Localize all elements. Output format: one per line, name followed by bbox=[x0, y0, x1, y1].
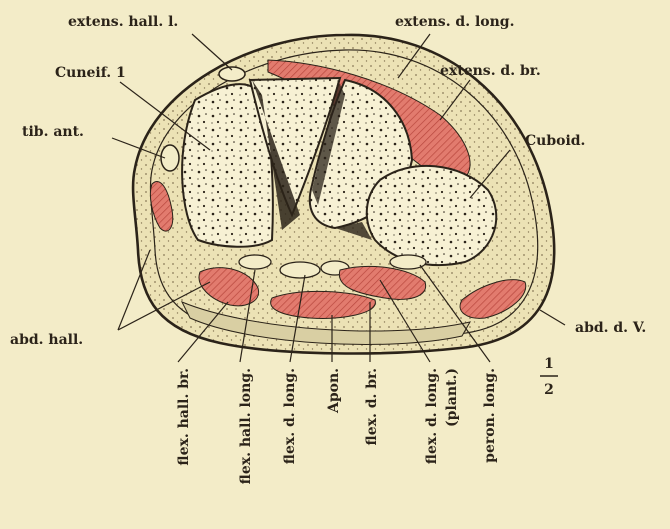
label-flex-d-long: flex. d. long. bbox=[282, 368, 298, 464]
tendon-flex-d-long bbox=[280, 262, 320, 278]
label-cuneif-1: Cuneif. 1 bbox=[55, 65, 126, 81]
bone-cuboid bbox=[367, 166, 496, 265]
label-flex-d-long-plant-line2: (plant.) bbox=[444, 368, 460, 427]
tendon-extens-hall-l bbox=[219, 67, 245, 81]
label-flex-d-br: flex. d. br. bbox=[364, 368, 380, 445]
label-abd-hall: abd. hall. bbox=[10, 332, 83, 348]
label-cuboid: Cuboid. bbox=[525, 133, 585, 149]
scale-denominator: 2 bbox=[544, 382, 554, 398]
label-abd-d-v: abd. d. V. bbox=[575, 320, 646, 336]
scale-numerator: 1 bbox=[544, 356, 554, 372]
label-extens-d-long: extens. d. long. bbox=[395, 14, 514, 30]
label-flex-d-long-plant-line1: flex. d. long. bbox=[424, 368, 440, 464]
label-peron-long: peron. long. bbox=[482, 368, 498, 463]
tendon-peron-long bbox=[390, 255, 426, 269]
label-extens-d-br: extens. d. br. bbox=[440, 63, 541, 79]
label-extens-hall-l: extens. hall. l. bbox=[68, 14, 178, 30]
label-apon: Apon. bbox=[326, 368, 342, 414]
muscle-flex-hall-br bbox=[271, 291, 376, 318]
label-tib-ant: tib. ant. bbox=[22, 124, 84, 140]
tendon-flex-hall-long bbox=[239, 255, 271, 269]
label-flex-hall-long: flex. hall. long. bbox=[238, 368, 254, 484]
label-flex-hall-br: flex. hall. br. bbox=[176, 368, 192, 466]
